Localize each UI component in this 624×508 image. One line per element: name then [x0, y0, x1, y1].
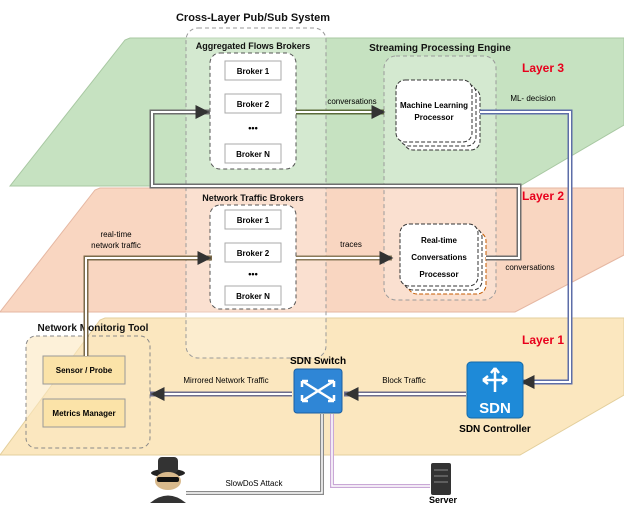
metrics-manager-label: Metrics Manager	[52, 409, 115, 418]
sdn-controller-icon: SDN	[466, 361, 524, 419]
sdn-logo-text: SDN	[479, 400, 511, 417]
aggregated-broker-1	[224, 60, 282, 81]
conversations-side-label: conversations	[505, 263, 554, 272]
ml-decision-label: ML- decision	[510, 94, 555, 103]
aggregated-brokers-title: Aggregated Flows Brokers	[196, 41, 311, 51]
network-broker-2-label: Broker 2	[237, 249, 270, 258]
layer1-label: Layer 1	[522, 333, 564, 347]
network-broker-n	[224, 285, 282, 306]
server-icon	[431, 463, 451, 495]
aggregated-broker-n-label: Broker N	[236, 150, 270, 159]
sdn-controller-label: SDN Controller	[459, 424, 531, 435]
rt-processor-line3: Processor	[419, 270, 458, 279]
layer3-label: Layer 3	[522, 61, 564, 75]
network-brokers-title: Network Traffic Brokers	[202, 193, 304, 203]
network-broker-2	[224, 242, 282, 263]
rt-processor-line2: Conversations	[411, 253, 467, 262]
ml-processor-line2: Processor	[414, 113, 453, 122]
rt-processor-line1: Real-time	[421, 236, 458, 245]
aggregated-broker-ellipsis: •••	[248, 123, 257, 133]
switch-icon	[293, 368, 343, 414]
slowdos-label: SlowDoS Attack	[226, 479, 284, 488]
sensor-probe-box	[42, 355, 126, 385]
conversations-top-label: conversations	[327, 97, 376, 106]
ml-processor	[395, 79, 473, 143]
aggregated-broker-n	[224, 143, 282, 164]
realtime-label-line2: network traffic	[91, 241, 141, 250]
sensor-probe-label: Sensor / Probe	[56, 366, 113, 375]
pubsub-system-title: Cross-Layer Pub/Sub System	[176, 12, 330, 24]
metrics-manager-box	[42, 398, 126, 428]
network-broker-ellipsis: •••	[248, 269, 257, 279]
traces-label: traces	[340, 240, 362, 249]
aggregated-broker-2	[224, 93, 282, 114]
aggregated-broker-1-label: Broker 1	[237, 67, 270, 76]
ml-processor-line1: Machine Learning	[400, 101, 468, 110]
monitoring-tool-title: Network Monitorig Tool	[38, 323, 149, 334]
network-broker-1-label: Broker 1	[237, 216, 270, 225]
aggregated-broker-2-label: Broker 2	[237, 100, 270, 109]
rt-processor	[399, 223, 479, 287]
realtime-label-line1: real-time	[100, 230, 132, 239]
network-broker-1	[224, 209, 282, 230]
streaming-engine-title: Streaming Processing Engine	[369, 43, 511, 54]
network-broker-n-label: Broker N	[236, 292, 270, 301]
sdn-switch-label: SDN Switch	[290, 356, 346, 367]
mirrored-traffic-label: Mirrored Network Traffic	[183, 376, 268, 385]
layer2-label: Layer 2	[522, 189, 564, 203]
block-traffic-label: Block Traffic	[382, 376, 425, 385]
server-label: Server	[429, 495, 458, 503]
attacker-icon	[150, 457, 186, 503]
